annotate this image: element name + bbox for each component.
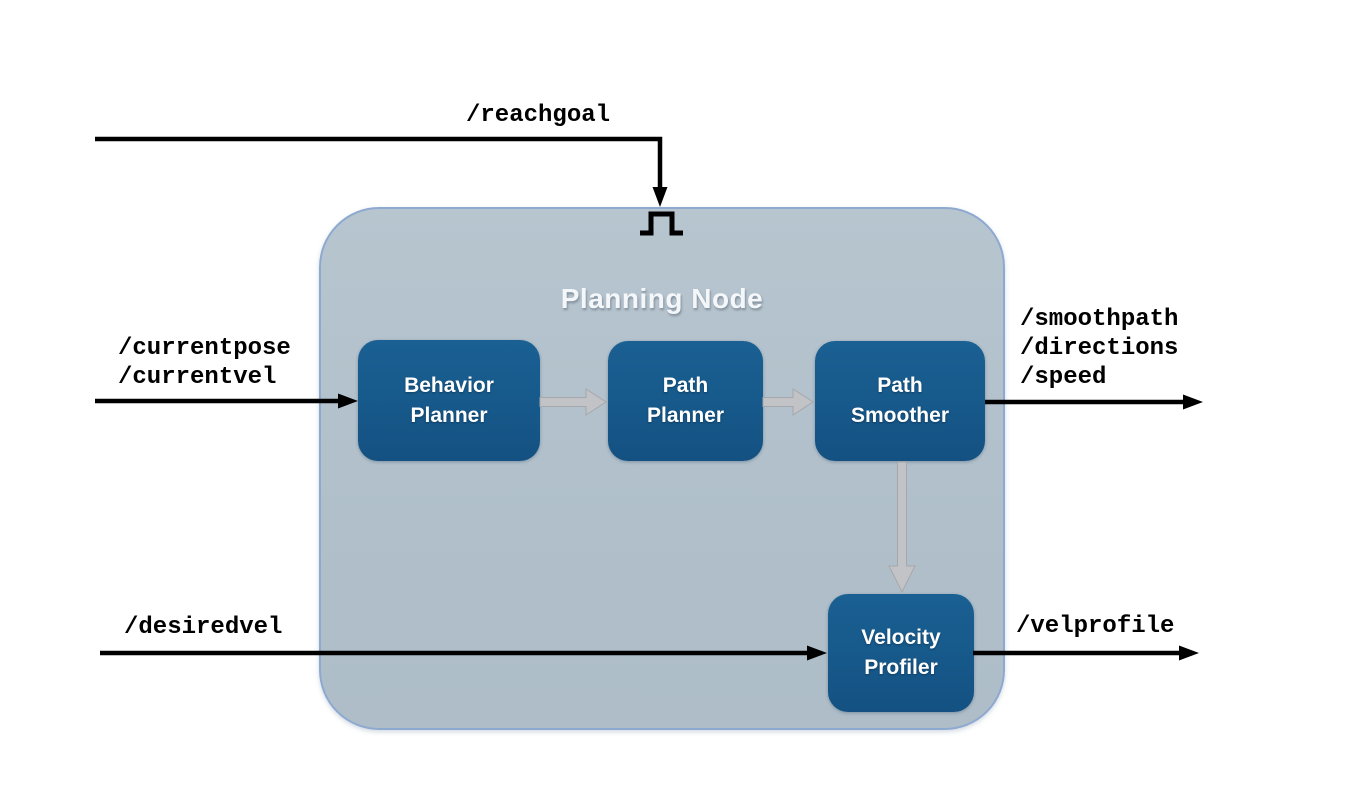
block-behavior-planner: Behavior Planner: [358, 340, 540, 461]
label-smoothpath-directions-speed-topics: /smoothpath /directions /speed: [1020, 306, 1179, 391]
block-path-smoother-label: Path Smoother: [850, 374, 949, 427]
block-behavior-planner-label: Behavior Planner: [404, 373, 494, 427]
velprofile-arrowhead-icon: [1179, 645, 1199, 661]
planning-node-title: Planning Node: [560, 283, 764, 314]
label-reachgoal-topic: /reachgoal: [466, 102, 611, 129]
block-path-planner-label: Path Planner: [646, 374, 725, 427]
smoothpath-arrowhead-icon: [1183, 394, 1203, 410]
label-currentpose-currentvel-topics: /currentpose /currentvel: [118, 335, 291, 391]
label-desiredvel-topic: /desiredvel: [124, 614, 283, 641]
reachgoal-arrowhead-icon: [652, 187, 668, 207]
block-path-smoother: Path Smoother: [815, 341, 985, 461]
reachgoal-arrow: [95, 136, 663, 189]
label-velprofile-topic: /velprofile: [1016, 613, 1175, 640]
block-path-planner: Path Planner: [608, 341, 763, 461]
block-velocity-profiler: Velocity Profiler: [828, 594, 974, 712]
block-velocity-profiler-label: Velocity Profiler: [861, 626, 941, 679]
